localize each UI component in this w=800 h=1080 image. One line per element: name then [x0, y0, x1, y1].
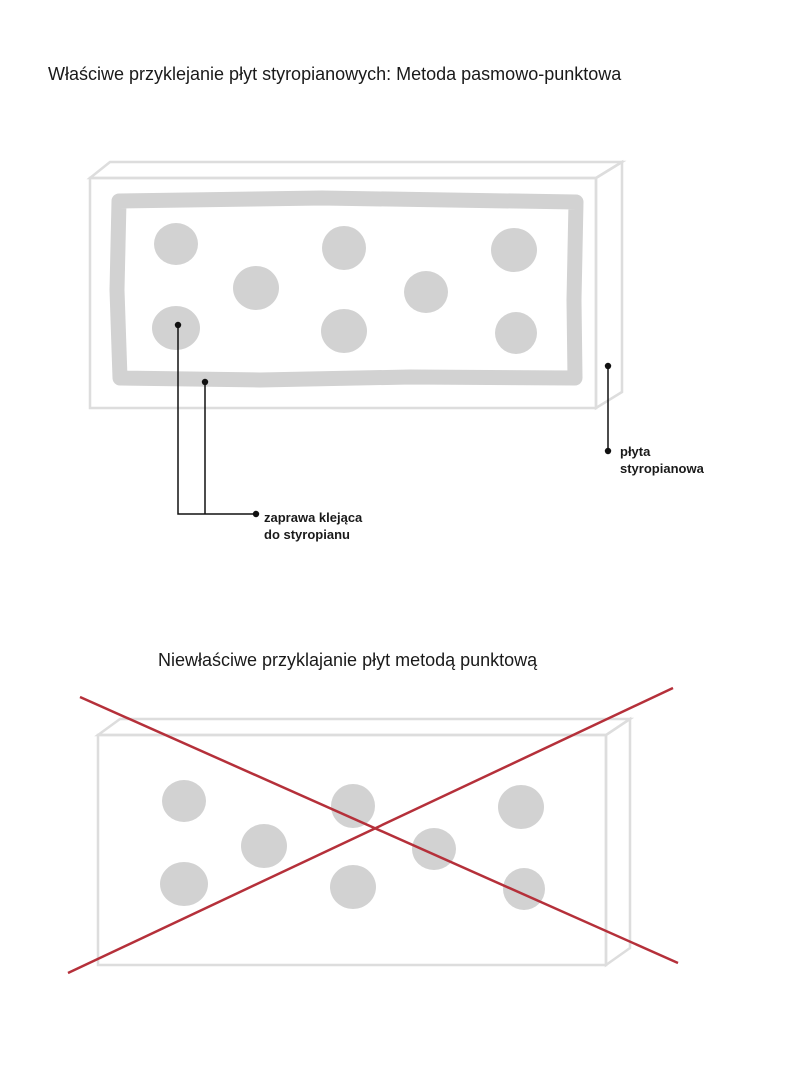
board-leader-line	[604, 362, 612, 455]
adhesive-dab	[154, 223, 198, 265]
leader-line-dab	[177, 325, 256, 515]
incorrect-board-side-face	[604, 716, 632, 968]
cross-out-mark	[67, 686, 679, 975]
adhesive-label: zaprawa klejąca do styropianu	[264, 509, 362, 543]
adhesive-dab	[160, 862, 208, 906]
adhesive-dab	[330, 865, 376, 909]
foam-board-label-line1: płyta	[620, 444, 651, 459]
leader-dot-label	[252, 510, 260, 518]
adhesive-dab	[412, 828, 456, 870]
correct-board-top-face	[86, 160, 627, 180]
leader-dot-board-top	[604, 362, 612, 370]
correct-board-side-face	[594, 159, 624, 411]
adhesive-dab	[321, 309, 367, 353]
foam-board-label: płyta styropianowa	[620, 443, 704, 477]
incorrect-method-title: Niewłaściwe przyklajanie płyt metodą pun…	[158, 650, 538, 670]
adhesive-perimeter-strip	[109, 190, 584, 388]
leader-dot-board-label	[604, 447, 612, 455]
adhesive-dab	[495, 312, 537, 354]
correct-adhesive-pattern	[109, 190, 584, 388]
incorrect-adhesive-dabs	[160, 780, 545, 910]
adhesive-dab	[404, 271, 448, 313]
adhesive-dab	[241, 824, 287, 868]
correct-method-title: Właściwe przyklejanie płyt styropianowyc…	[48, 64, 622, 84]
incorrect-board-top-face	[94, 717, 635, 737]
adhesive-dab	[152, 306, 200, 350]
adhesive-dab	[162, 780, 206, 822]
adhesive-dab	[331, 784, 375, 828]
incorrect-board-front-face	[96, 733, 608, 967]
leader-dot-dab	[174, 321, 182, 329]
foam-board-label-line2: styropianowa	[620, 461, 704, 476]
adhesive-dab	[498, 785, 544, 829]
adhesive-dab	[491, 228, 537, 272]
adhesive-label-line1: zaprawa klejąca	[264, 510, 363, 525]
adhesive-dab	[233, 266, 279, 310]
adhesive-dab	[322, 226, 366, 270]
cross-line-descending	[79, 695, 679, 965]
adhesive-leader-lines	[174, 321, 260, 518]
correct-foam-board	[86, 159, 627, 411]
cross-line-ascending	[67, 686, 674, 975]
incorrect-foam-board	[94, 716, 635, 968]
adhesive-label-line2: do styropianu	[264, 527, 350, 542]
leader-dot-strip	[201, 378, 209, 386]
